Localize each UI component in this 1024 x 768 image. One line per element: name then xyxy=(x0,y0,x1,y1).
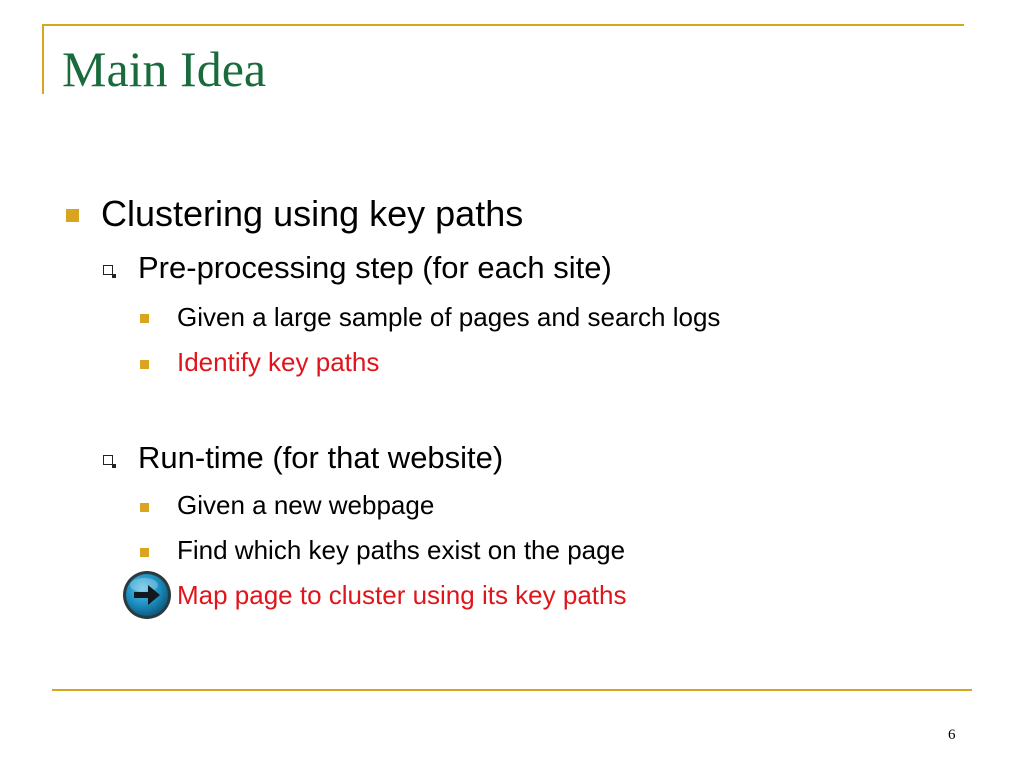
frame-top-line xyxy=(42,24,964,26)
bullet-marker-hollow xyxy=(103,265,116,278)
bullet-find-key-paths: Find which key paths exist on the page xyxy=(177,535,626,565)
page-number: 6 xyxy=(948,727,956,743)
bullet-given-sample: Given a large sample of pages and search… xyxy=(177,302,721,332)
bullet-preprocessing: Pre-processing step (for each site) xyxy=(138,250,612,285)
arrow-right-circle-icon[interactable] xyxy=(122,570,172,620)
frame-left-line xyxy=(42,24,44,94)
bullet-given-webpage: Given a new webpage xyxy=(177,490,435,520)
bullet-marker-filled xyxy=(140,548,149,557)
bullet-run-time: Run-time (for that website) xyxy=(138,440,504,475)
slide-title: Main Idea xyxy=(62,41,267,97)
bullet-clustering: Clustering using key paths xyxy=(101,193,524,234)
frame-bottom-line xyxy=(52,689,972,691)
bullet-identify-key-paths: Identify key paths xyxy=(177,347,380,377)
bullet-marker-filled xyxy=(140,360,149,369)
bullet-marker-filled xyxy=(140,314,149,323)
bullet-marker-filled xyxy=(140,503,149,512)
bullet-marker-hollow xyxy=(103,455,116,468)
bullet-map-page-to-cluster: Map page to cluster using its key paths xyxy=(177,580,627,610)
bullet-marker-filled xyxy=(66,209,79,222)
